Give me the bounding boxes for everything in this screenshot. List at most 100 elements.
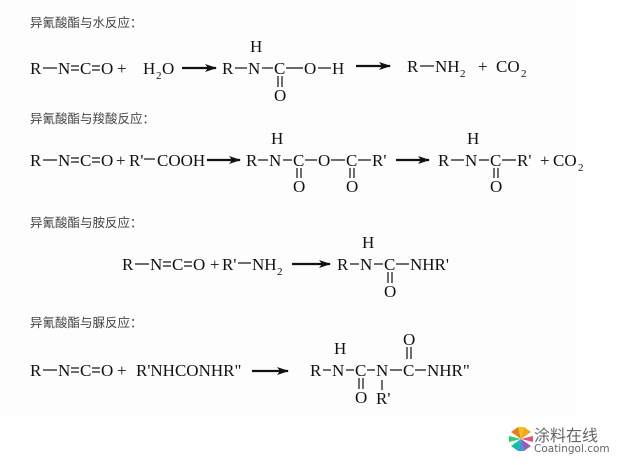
- svg-text:2: 2: [277, 266, 283, 278]
- svg-text:R: R: [407, 57, 419, 76]
- svg-text:R: R: [310, 361, 322, 380]
- svg-text:O: O: [274, 86, 286, 105]
- svg-text:+: +: [117, 361, 127, 380]
- svg-text:H: H: [467, 129, 479, 148]
- amine-product: R NH 2 + CO 2: [407, 57, 527, 80]
- svg-text:R': R': [129, 151, 143, 170]
- svg-text:R': R': [517, 151, 531, 170]
- svg-text:R: R: [246, 151, 258, 170]
- svg-text:O: O: [355, 388, 367, 407]
- svg-text:N: N: [58, 59, 70, 78]
- svg-text:N: N: [150, 255, 162, 274]
- svg-text:N: N: [58, 361, 70, 380]
- svg-text:N: N: [376, 361, 388, 380]
- svg-text:R: R: [30, 59, 42, 78]
- svg-text:NH: NH: [435, 57, 460, 76]
- heading-urea-reaction: 异氰酸酯与脲反应：: [30, 315, 143, 330]
- water-reactant: H 2 O: [143, 59, 174, 82]
- svg-text:C: C: [293, 151, 304, 170]
- svg-text:H: H: [250, 37, 262, 56]
- svg-text:R: R: [337, 255, 349, 274]
- svg-text:H: H: [271, 129, 283, 148]
- svg-text:C: C: [172, 255, 183, 274]
- svg-text:H: H: [334, 339, 346, 358]
- reaction-amine: R N C O + R' NH 2 R N H: [122, 233, 449, 301]
- svg-text:N: N: [360, 255, 372, 274]
- reaction-water: R N C O + H 2 O R N H C: [30, 37, 527, 105]
- svg-text:R'NHCONHR": R'NHCONHR": [136, 361, 241, 380]
- svg-text:C: C: [80, 151, 91, 170]
- svg-text:O: O: [304, 59, 316, 78]
- svg-text:O: O: [162, 59, 174, 78]
- svg-text:C: C: [274, 59, 285, 78]
- svg-text:C: C: [403, 361, 414, 380]
- svg-text:2: 2: [578, 162, 584, 174]
- svg-text:C: C: [355, 361, 366, 380]
- svg-text:R: R: [30, 151, 42, 170]
- svg-text:O: O: [318, 151, 330, 170]
- svg-text:O: O: [101, 151, 113, 170]
- svg-text:R: R: [30, 361, 42, 380]
- reaction-carboxylic-acid: R N C O + R' COOH R N H C: [30, 129, 584, 196]
- svg-text:O: O: [101, 59, 113, 78]
- svg-text:O: O: [346, 177, 358, 196]
- heading-water-reaction: 异氰酸酯与水反应：: [30, 15, 143, 30]
- svg-text:+: +: [210, 255, 220, 274]
- amide-product: R N H C O R' + CO 2: [438, 129, 584, 196]
- svg-text:2: 2: [460, 68, 466, 80]
- svg-text:+: +: [540, 151, 550, 170]
- biuret-product: R N H C O N R' C O NHR": [310, 330, 470, 408]
- svg-text:R: R: [222, 59, 234, 78]
- reaction-urea: R N C O + R'NHCONHR" R N H C O: [30, 330, 470, 408]
- watermark-logo: 涂料在线 Coatingol.com: [508, 422, 618, 462]
- svg-text:NHR': NHR': [410, 255, 449, 274]
- svg-text:2: 2: [156, 70, 162, 82]
- svg-text:CO: CO: [496, 57, 520, 76]
- svg-text:R': R': [222, 255, 236, 274]
- svg-text:H: H: [143, 59, 155, 78]
- isocyanate-reactant: R N C O +: [122, 255, 220, 274]
- svg-text:C: C: [80, 361, 91, 380]
- heading-carboxylic-acid-reaction: 异氰酸酯与羧酸反应：: [30, 111, 156, 126]
- svg-text:O: O: [403, 330, 415, 349]
- svg-text:H: H: [362, 233, 374, 252]
- isocyanate-reactant: R N C O +: [30, 59, 127, 78]
- svg-text:R: R: [438, 151, 450, 170]
- svg-text:+: +: [116, 151, 126, 170]
- svg-text:R: R: [122, 255, 134, 274]
- urea-product: R N H C O NHR': [337, 233, 449, 301]
- svg-text:R': R': [372, 151, 386, 170]
- svg-text:N: N: [58, 151, 70, 170]
- svg-text:H: H: [332, 59, 344, 78]
- pinwheel-icon: [509, 427, 533, 451]
- svg-text:N: N: [269, 151, 281, 170]
- svg-text:C: C: [384, 255, 395, 274]
- svg-text:O: O: [101, 361, 113, 380]
- svg-text:N: N: [332, 361, 344, 380]
- amine-reactant: R' NH 2: [222, 255, 283, 278]
- urea-reactant: R'NHCONHR": [136, 361, 241, 380]
- carboxylic-acid-reactant: R' COOH: [129, 151, 205, 170]
- svg-text:O: O: [384, 282, 396, 301]
- watermark-name-cn: 涂料在线: [534, 426, 599, 445]
- svg-text:C: C: [346, 151, 357, 170]
- svg-text:+: +: [478, 57, 488, 76]
- carbamic-acid-intermediate: R N H C O O H: [222, 37, 344, 105]
- svg-text:COOH: COOH: [157, 151, 205, 170]
- svg-text:C: C: [80, 59, 91, 78]
- mixed-anhydride-intermediate: R N H C O O C O R': [246, 129, 386, 196]
- svg-text:NHR": NHR": [427, 361, 470, 380]
- heading-amine-reaction: 异氰酸酯与胺反应：: [30, 215, 143, 230]
- svg-text:NH: NH: [252, 255, 277, 274]
- isocyanate-reactant: R N C O +: [30, 361, 127, 380]
- svg-text:R': R': [376, 389, 390, 408]
- svg-text:O: O: [490, 177, 502, 196]
- svg-text:2: 2: [521, 68, 527, 80]
- isocyanate-reactant: R N C O +: [30, 151, 126, 170]
- svg-text:C: C: [490, 151, 501, 170]
- svg-text:+: +: [117, 59, 127, 78]
- svg-text:N: N: [465, 151, 477, 170]
- svg-text:N: N: [248, 59, 260, 78]
